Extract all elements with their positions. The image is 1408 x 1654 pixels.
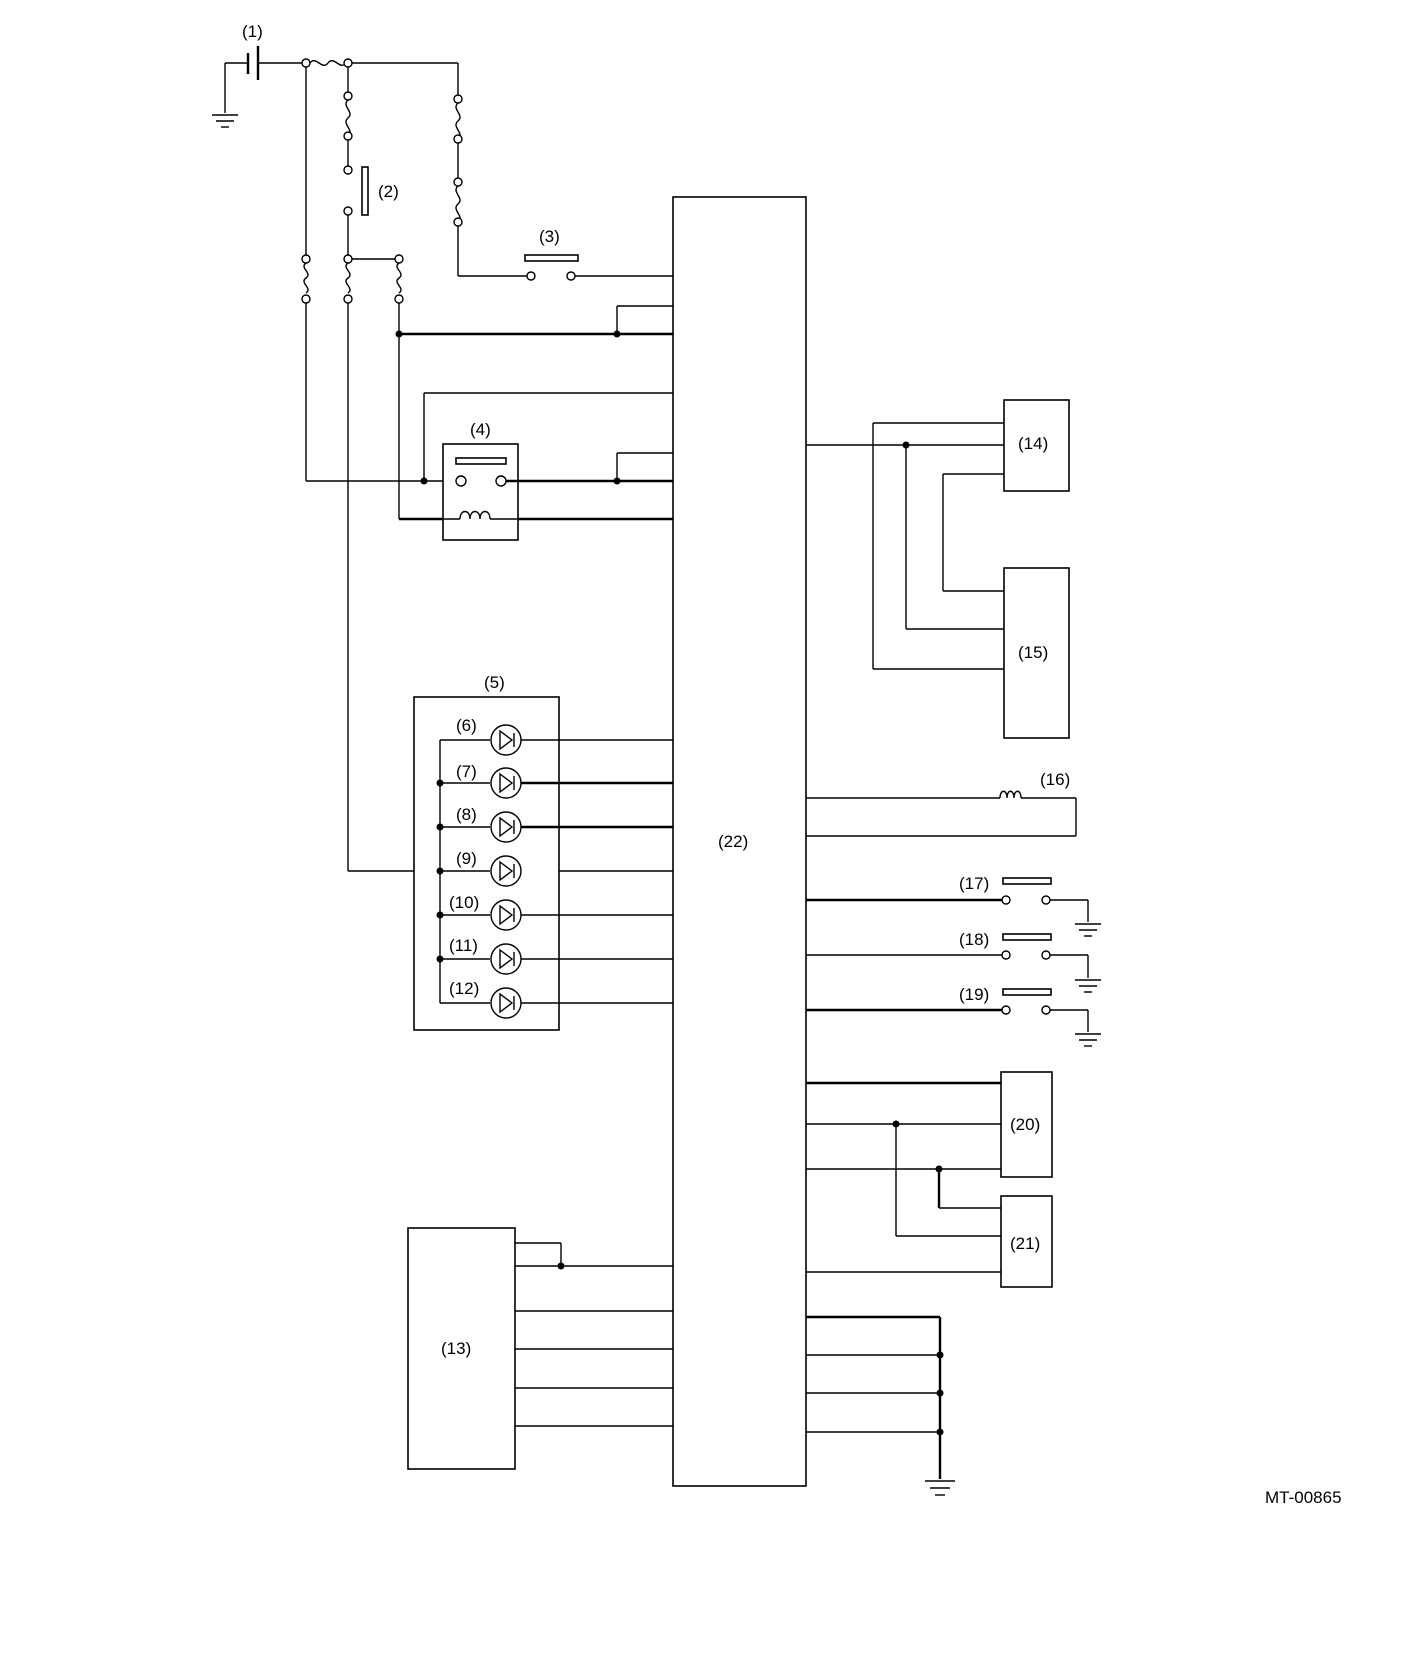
unit-21 bbox=[1000, 1195, 1053, 1288]
label-7: (7) bbox=[456, 762, 477, 781]
indicator-9 bbox=[440, 855, 522, 887]
label-16: (16) bbox=[1040, 770, 1070, 789]
ignition-switch bbox=[361, 166, 369, 216]
label-2: (2) bbox=[378, 182, 399, 201]
indicator-8 bbox=[440, 811, 673, 843]
unit-14 bbox=[1003, 399, 1070, 492]
figure-code: MT-00865 bbox=[1265, 1488, 1342, 1507]
label-19: (19) bbox=[959, 985, 989, 1004]
wires-20-21 bbox=[806, 1081, 1001, 1273]
control-unit-22 bbox=[672, 196, 807, 1487]
label-5: (5) bbox=[484, 673, 505, 692]
label-1: (1) bbox=[242, 22, 263, 41]
label-13: (13) bbox=[441, 1339, 471, 1358]
combination-meter-5 bbox=[413, 696, 560, 1031]
module-13-wires bbox=[515, 1242, 673, 1427]
indicator-7 bbox=[440, 767, 673, 799]
label-14: (14) bbox=[1018, 434, 1048, 453]
indicator-10 bbox=[440, 899, 673, 931]
ground-bus bbox=[806, 1315, 955, 1496]
label-11: (11) bbox=[449, 936, 478, 955]
label-3: (3) bbox=[539, 227, 560, 246]
label-8: (8) bbox=[456, 805, 477, 824]
label-6: (6) bbox=[456, 716, 477, 735]
label-21: (21) bbox=[1010, 1234, 1040, 1253]
fuse-row bbox=[301, 254, 404, 304]
unit-15 bbox=[1003, 567, 1070, 739]
label-20: (20) bbox=[1010, 1115, 1040, 1134]
indicator-12 bbox=[440, 987, 673, 1019]
indicator-6 bbox=[440, 724, 673, 756]
indicator-11 bbox=[440, 943, 673, 975]
label-18: (18) bbox=[959, 930, 989, 949]
switch-18 bbox=[806, 933, 1101, 993]
main-fuse bbox=[301, 58, 458, 68]
switch-19 bbox=[806, 988, 1101, 1047]
switch-3 bbox=[524, 254, 673, 281]
ignition-branch bbox=[343, 67, 353, 255]
switch-17 bbox=[806, 877, 1101, 937]
label-4: (4) bbox=[470, 420, 491, 439]
label-17: (17) bbox=[959, 874, 989, 893]
right-fuse-branch bbox=[453, 63, 527, 277]
wires-14-15 bbox=[806, 422, 1004, 670]
relay-4 bbox=[442, 443, 519, 541]
label-22: (22) bbox=[718, 832, 748, 851]
label-12: (12) bbox=[449, 979, 479, 998]
label-10: (10) bbox=[449, 893, 479, 912]
battery bbox=[212, 46, 306, 128]
coil-16 bbox=[806, 790, 1077, 837]
label-9: (9) bbox=[456, 849, 477, 868]
label-15: (15) bbox=[1018, 643, 1048, 662]
